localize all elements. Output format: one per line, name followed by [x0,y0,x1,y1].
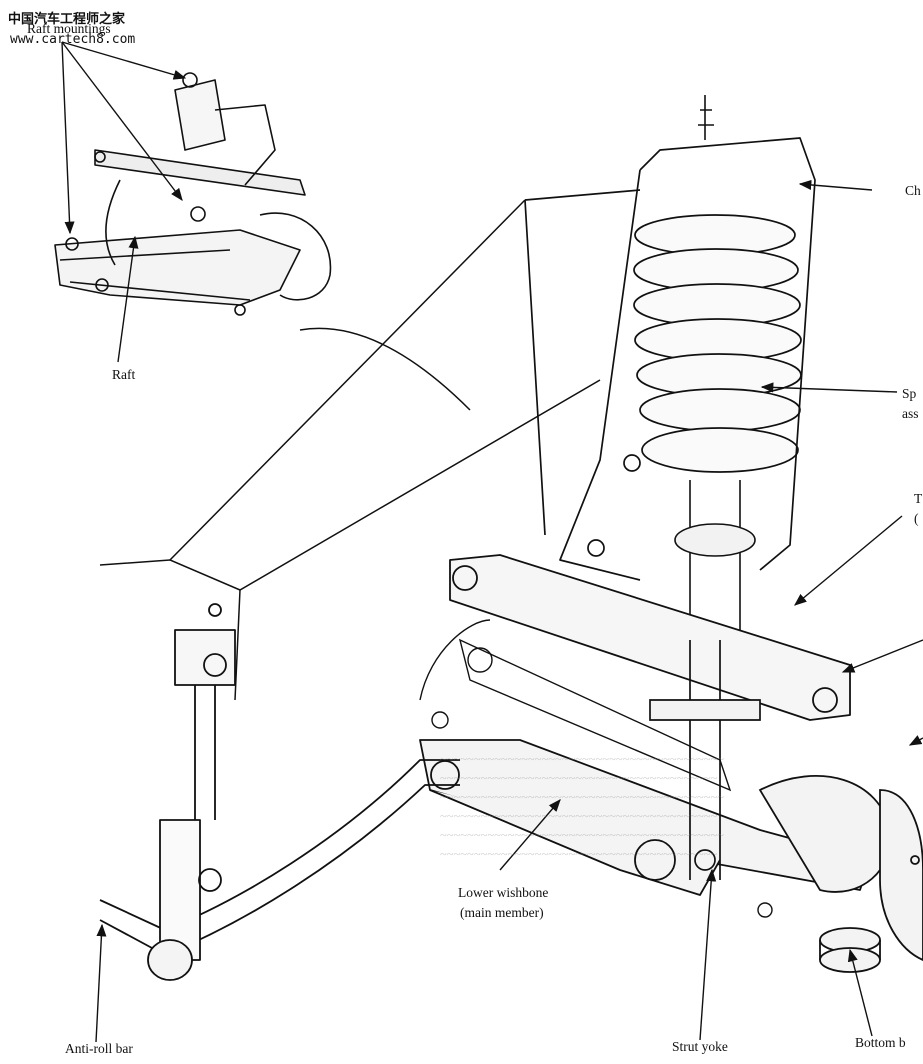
hub-assembly [758,775,923,973]
frame-rail [99,199,601,701]
callout-arrows [61,41,923,1043]
coil-spring [633,214,802,473]
bleed-through-text: ~~~~~~~~~~~~~~~~~~~~~~~~~~~~~~~~~~~~~~~~… [440,752,725,861]
strut-shaft [674,95,756,640]
chassis-tower [524,137,816,581]
raft-inset [54,72,332,316]
label-chassis: Ch [905,183,921,198]
label-lower-wishbone-line2: (main member) [460,905,544,920]
label-anti-roll-bar: Anti-roll bar [65,1041,133,1056]
label-lower-wishbone-line1: Lower wishbone [458,885,549,900]
label-raft: Raft [112,367,136,382]
label-spring-line1: Sp [902,386,917,401]
watermark-cn: 中国汽车工程师之家 [8,12,126,27]
strut-yoke [649,640,761,880]
label-raft-mountings: Raft mountings [27,21,111,36]
track-control-arm [449,554,851,721]
crossmember [419,619,773,918]
label-strut-yoke: Strut yoke [672,1039,728,1054]
label-strut-line2: ( [914,511,919,526]
anti-roll-bar [99,603,460,981]
label-spring-line2: ass [902,406,919,421]
label-bottom-ball: Bottom b [855,1035,906,1050]
lower-wishbone [419,739,871,896]
label-strut-line1: T [914,491,923,506]
watermark-url: www.cartech8.com [10,32,136,47]
